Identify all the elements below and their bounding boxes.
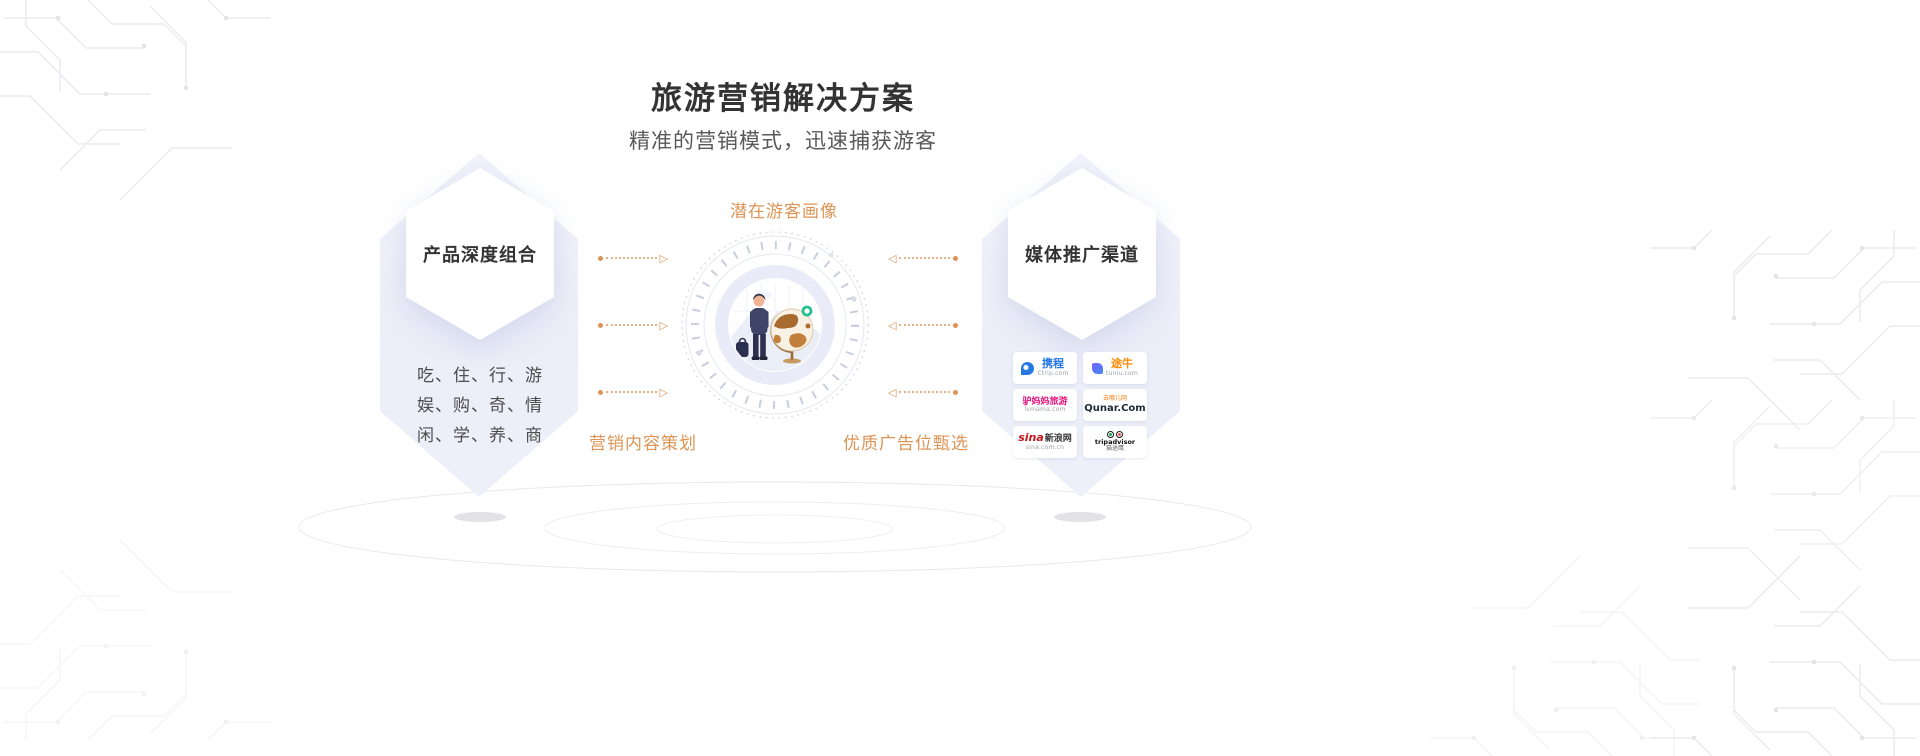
flow-arrow-left-1: ▷ [598, 252, 668, 264]
circuit-pattern-bottom-left [0, 539, 271, 741]
traveler-illustration [736, 293, 769, 360]
tuniu-logo-text: 途牛 [1110, 357, 1133, 371]
dial-outer-dotted-ring [681, 231, 869, 419]
tuniu-logo-subtext: tuniu.com [1106, 369, 1138, 377]
logo-lvmama[interactable]: 驴妈妈旅游 lvmama.com [1013, 389, 1077, 421]
logo-tripadvisor[interactable]: tripadvisor 猫途鹰 [1083, 426, 1147, 458]
page-subtitle: 精准的营销模式，迅速捕获游客 [629, 129, 937, 153]
ctrip-logo-text: 携程 [1041, 357, 1064, 371]
tripadvisor-logo-text: tripadvisor [1094, 438, 1136, 446]
lvmama-logo-text: 驴妈妈旅游 [1022, 396, 1068, 407]
logo-qunar[interactable]: 去哪儿网 Qunar.Com [1083, 389, 1147, 421]
flow-arrow-left-2: ▷ [598, 319, 668, 331]
location-pin-icon [801, 305, 813, 317]
tripadvisor-logo-zh-text: 猫途鹰 [1105, 445, 1124, 453]
right-card-title: 媒体推广渠道 [1025, 245, 1139, 266]
product-line-1: 吃、住、行、游 [417, 366, 543, 386]
ground-ripples [298, 481, 1252, 573]
flow-arrow-right-2: ◁ [888, 319, 958, 331]
qunar-logo-text: Qunar.Com [1084, 402, 1146, 414]
logo-sina[interactable]: sina 新浪网 sina.com.cn [1013, 426, 1077, 458]
flow-arrow-right-3: ◁ [888, 386, 958, 398]
circuit-pattern-right [1649, 229, 1920, 601]
right-card-title-hexagon: 媒体推广渠道 [1008, 168, 1156, 340]
product-line-3: 闲、学、养、商 [417, 426, 543, 446]
right-card-shadow [1054, 512, 1106, 522]
label-ad-selection: 优质广告位甄选 [843, 434, 969, 454]
globe-illustration [770, 308, 814, 364]
lvmama-logo-subtext: lvmama.com [1024, 405, 1066, 413]
dial-tick-ring [691, 241, 859, 409]
qunar-logo-subtext: 去哪儿网 [1102, 395, 1127, 403]
label-content-planning: 营销内容策划 [589, 434, 697, 454]
left-card-title-hexagon: 产品深度组合 [406, 168, 554, 340]
left-card-title: 产品深度组合 [423, 245, 537, 266]
left-card-shadow [454, 512, 506, 522]
product-combination-list: 吃、住、行、游 娱、购、奇、情 闲、学、养、商 [417, 361, 543, 451]
logo-tuniu[interactable]: 途牛 tuniu.com [1083, 352, 1147, 384]
tripadvisor-owl-icon [1107, 431, 1123, 438]
flow-arrow-left-3: ▷ [598, 386, 668, 398]
sina-logo-subtext: sina.com.cn [1025, 443, 1065, 451]
page-title: 旅游营销解决方案 [651, 80, 915, 117]
logo-ctrip[interactable]: 携程 Ctrip.com [1013, 352, 1077, 384]
sina-logo-text: sina [1018, 431, 1044, 445]
ctrip-logo-icon [1021, 361, 1035, 375]
media-logo-grid: 携程 Ctrip.com 途牛 tuniu.com 驴妈妈旅游 lvmama.c… [1013, 352, 1147, 458]
label-tourist-profile: 潜在游客画像 [730, 202, 838, 222]
ctrip-logo-subtext: Ctrip.com [1037, 369, 1069, 377]
tuniu-logo-icon [1092, 362, 1104, 374]
flow-arrow-right-1: ◁ [888, 252, 958, 264]
tourist-profile-dial [681, 231, 869, 419]
circuit-pattern-bottom-right [1429, 555, 1920, 756]
circuit-pattern-top-left [0, 0, 271, 201]
product-line-2: 娱、购、奇、情 [417, 396, 543, 416]
sina-logo-zh-text: 新浪网 [1044, 434, 1072, 445]
